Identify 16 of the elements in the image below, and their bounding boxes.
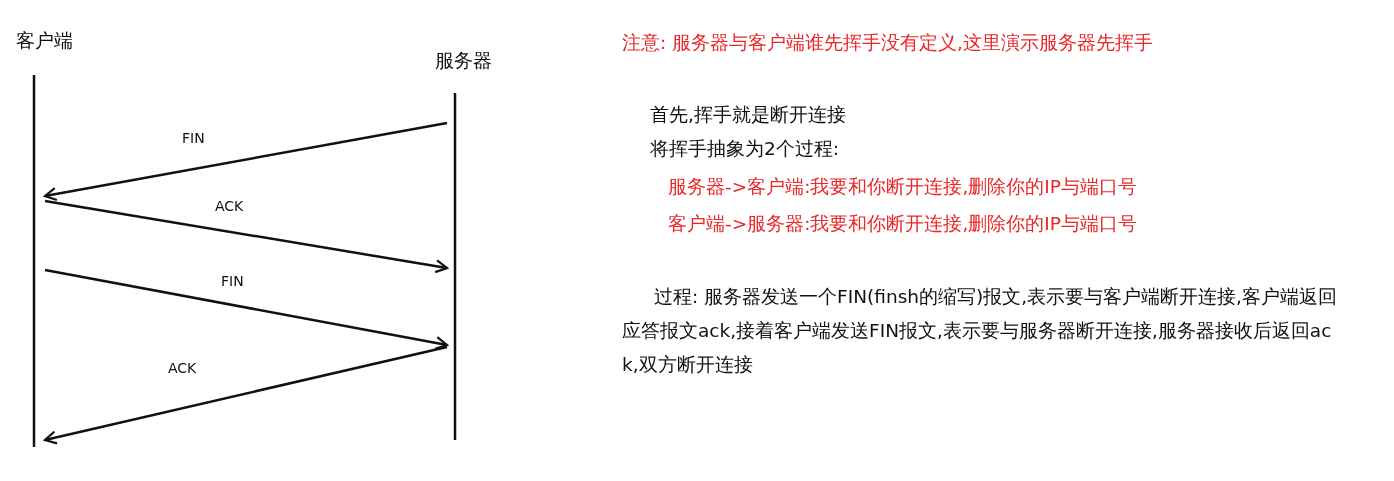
body-text: 将挥手抽象为2个过程: [650,137,839,161]
edge-label: ACK [166,360,199,376]
lifeline-heading: 服务器 [435,48,492,73]
lifeline-heading: 客户端 [16,28,73,53]
arrow [44,199,449,274]
edge-label: ACK [213,198,246,214]
process-line: 客户端->服务器:我要和你断开连接,删除你的IP与端口号 [668,212,1137,236]
arrow [43,121,448,202]
paragraph: 过程: 服务器发送一个FIN(finsh的缩写)报文,表示要与客户端断开连接,客户端返回应答报文ack,接着客户端发送FIN报文,表示要与服务器断开连接,服务器接收后返回ack,双方断开连接 [622,285,1337,377]
arrow [43,345,448,445]
note-text: 注意: 服务器与客户端谁先挥手没有定义,这里演示服务器先挥手 [622,31,1153,55]
arrow [44,268,449,350]
body-text: 首先,挥手就是断开连接 [650,103,846,127]
edge-label: FIN [219,273,246,289]
edge-label: FIN [180,130,207,146]
process-line: 服务器->客户端:我要和你断开连接,删除你的IP与端口号 [668,175,1137,199]
